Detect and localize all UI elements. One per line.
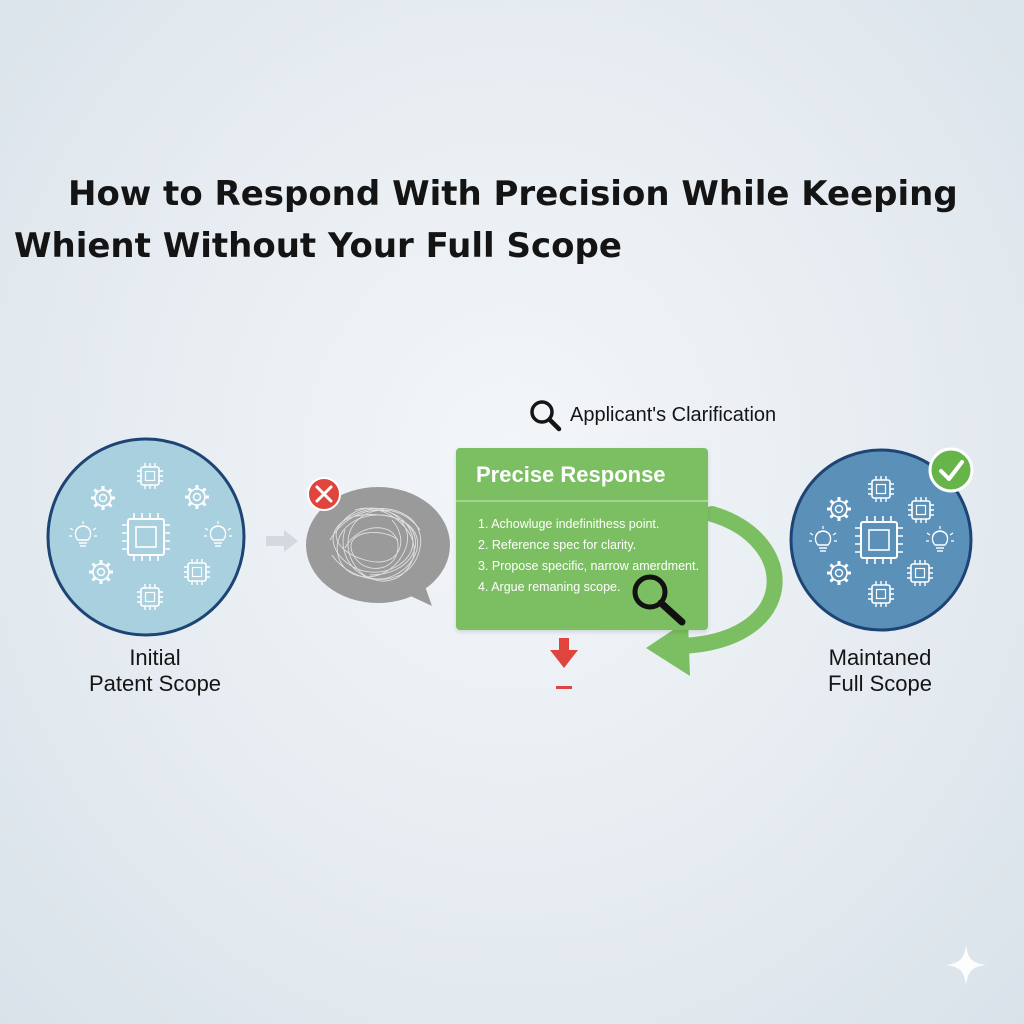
list-item: 2. Reference spec for clarity. [478, 535, 699, 556]
list-item: 1. Achowluge indefinithess point. [478, 514, 699, 535]
checkmark-icon [930, 449, 972, 491]
initial-scope-label: Initial Patent Scope [40, 645, 270, 697]
initial-scope-circle [48, 439, 244, 635]
clarification-label: Applicant's Clarification [528, 398, 776, 432]
magnifier-icon [528, 398, 562, 432]
maintained-scope-label: Maintaned Full Scope [770, 645, 990, 697]
divider [456, 500, 708, 502]
clarification-text: Applicant's Clarification [570, 404, 776, 427]
tangled-claim-bubble [306, 478, 450, 606]
maintained-scope-label-line-1: Maintaned [770, 645, 990, 671]
maintained-scope-circle [791, 449, 972, 630]
sparkle-icon [944, 943, 988, 987]
down-arrow-icon [550, 638, 578, 689]
magnifier-icon [628, 570, 690, 626]
initial-scope-label-line-1: Initial [40, 645, 270, 671]
error-x-icon [308, 478, 340, 510]
initial-scope-label-line-2: Patent Scope [40, 671, 270, 697]
flow-arrow-icon [266, 530, 298, 552]
maintained-scope-label-line-2: Full Scope [770, 671, 990, 697]
response-title: Precise Response [476, 462, 666, 488]
